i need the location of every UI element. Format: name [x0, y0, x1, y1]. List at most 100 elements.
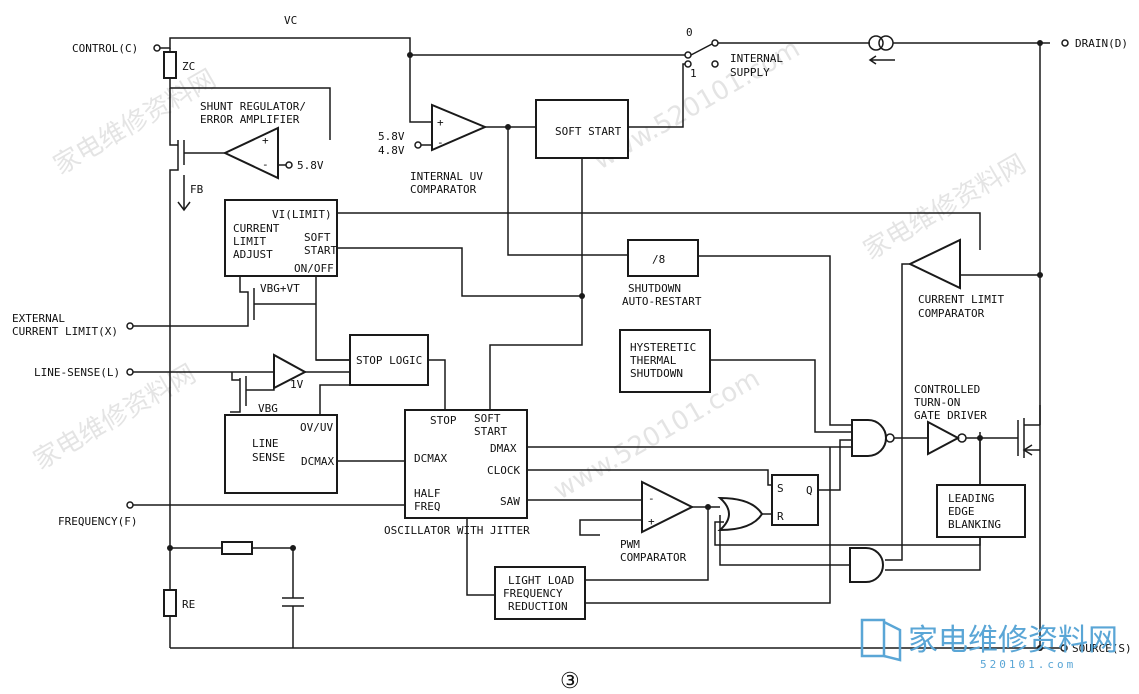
- brand-url: 520101.com: [980, 658, 1076, 671]
- minus-sign: -: [262, 158, 269, 171]
- minus-sign: -: [648, 492, 655, 505]
- buffer-1v-icon: [273, 353, 308, 390]
- current-limit-adjust-block: CURRENT LIMIT ADJUST VI(LIMIT) SOFT STAR…: [132, 199, 981, 361]
- light-load-label: REDUCTION: [508, 600, 568, 613]
- switch-pos0-label: 0: [686, 26, 693, 39]
- current-limit-comparator: CURRENT LIMIT COMPARATOR: [885, 238, 1043, 561]
- pin-frequency-label: FREQUENCY(F): [58, 515, 137, 528]
- osc-stop-label: STOP: [430, 414, 457, 427]
- gate-logic: CONTROLLED TURN-ON GATE DRIVER: [851, 383, 1041, 485]
- line-sense-block: LINE SENSE OV/UV DCMAX: [224, 414, 405, 494]
- fb-label: FB: [190, 183, 204, 196]
- uv-v1-label: 5.8V: [378, 130, 405, 143]
- brand-icon: [860, 618, 886, 658]
- nand-gate-icon: [851, 419, 887, 457]
- figure-number: ③: [560, 669, 580, 694]
- thermal-shutdown-box: [619, 329, 711, 393]
- pin-control: [153, 44, 161, 52]
- line-sense-label: SENSE: [252, 451, 285, 464]
- brand-logo: 家电维修资料网 520101.com: [860, 618, 1118, 671]
- plus-sign: +: [262, 134, 269, 147]
- cla-label: CURRENT: [233, 222, 280, 235]
- ff-r-label: R: [777, 510, 784, 523]
- shunt-regulator-label: ERROR AMPLIFIER: [200, 113, 300, 126]
- shunt-regulator-label: SHUNT REGULATOR/: [200, 100, 306, 113]
- one-volt-label: 1V: [290, 378, 304, 391]
- minus-sign: -: [437, 136, 444, 149]
- leb-label: EDGE: [948, 505, 975, 518]
- pin-source: [1060, 644, 1068, 652]
- light-load-box: [494, 566, 586, 620]
- gate-driver-label: CONTROLLED: [914, 383, 980, 396]
- soft-start-label: SOFT START: [555, 125, 622, 138]
- cla-start-label: START: [304, 244, 337, 257]
- pin-ext-label: EXTERNAL: [12, 312, 65, 325]
- zener-zc-element: [163, 51, 177, 79]
- thermal-label: THERMAL: [630, 354, 677, 367]
- switch-contact: [711, 39, 719, 47]
- ovuv-label: OV/UV: [300, 421, 333, 434]
- frequency-pin: FREQUENCY(F): [58, 501, 405, 528]
- osc-soft-label: SOFT: [474, 412, 501, 425]
- switch-contact: [684, 51, 692, 59]
- osc-freq-label: FREQ: [414, 500, 441, 513]
- leb-label: LEADING: [948, 492, 994, 505]
- net-vc-label: VC: [284, 14, 297, 27]
- switch-pos1-label: 1: [690, 67, 697, 80]
- thermal-shutdown-block: HYSTERETIC THERMAL SHUTDOWN: [619, 329, 852, 433]
- light-load-label: LIGHT LOAD: [508, 574, 574, 587]
- external-current-limit-pin: EXTERNAL CURRENT LIMIT(X): [12, 312, 134, 338]
- error-amplifier-icon: [222, 126, 279, 180]
- cla-soft-label: SOFT: [304, 231, 331, 244]
- vi-limit-label: VI(LIMIT): [272, 208, 332, 221]
- uv-comparator-icon: [431, 103, 488, 152]
- oscillator-title: OSCILLATOR WITH JITTER: [384, 524, 530, 537]
- stop-logic-label: STOP LOGIC: [356, 354, 422, 367]
- pin-ext-label: CURRENT LIMIT(X): [12, 325, 118, 338]
- thermal-label: HYSTERETIC: [630, 341, 696, 354]
- sr-flipflop: S R Q: [771, 439, 852, 526]
- pin-drain-label: DRAIN(D): [1075, 37, 1128, 50]
- pwm-label: COMPARATOR: [620, 551, 687, 564]
- bottom-network: RE SOURCE(S): [163, 541, 1132, 655]
- current-source-icon: [868, 35, 884, 51]
- line-sense-input: LINE-SENSE(L) 1V VBG: [34, 353, 350, 415]
- pin-drain: [1061, 39, 1069, 47]
- clc-label: COMPARATOR: [918, 307, 985, 320]
- pwm-comparator: - + PWM COMPARATOR: [579, 480, 720, 581]
- ff-q-label: Q: [806, 484, 813, 497]
- gate-driver-icon: [927, 420, 961, 456]
- plus-sign: +: [648, 515, 655, 528]
- thermal-label: SHUTDOWN: [630, 367, 683, 380]
- cla-onoff-label: ON/OFF: [294, 262, 334, 275]
- or-gate-icon: [717, 496, 764, 532]
- pin-frequency: [126, 501, 134, 509]
- gate-driver-label: GATE DRIVER: [914, 409, 987, 422]
- ls-dcmax-label: DCMAX: [301, 455, 334, 468]
- vbg-label: VBG: [258, 402, 278, 415]
- resistor-re: [163, 589, 177, 617]
- sr-flipflop-box: [771, 474, 819, 526]
- brand-name: 家电维修资料网: [908, 623, 1118, 658]
- internal-supply-label: INTERNAL: [730, 52, 783, 65]
- leb-box: [936, 484, 1026, 538]
- re-label: RE: [182, 598, 195, 611]
- pin-line-sense: [126, 368, 134, 376]
- shutdown-label: SHUTDOWN: [628, 282, 681, 295]
- cla-label: LIMIT: [233, 235, 266, 248]
- vbg-vt-label: VBG+VT: [260, 282, 300, 295]
- pin-line-sense-label: LINE-SENSE(L): [34, 366, 120, 379]
- shutdown-label: AUTO-RESTART: [622, 295, 702, 308]
- watermark: 家电维修资料网: [49, 64, 222, 181]
- osc-dmax-label: DMAX: [490, 442, 517, 455]
- line-sense-box: [224, 414, 338, 494]
- soft-start-block: SOFT START: [535, 63, 685, 299]
- pin-source-label: SOURCE(S): [1072, 642, 1132, 655]
- pin-external-current-limit: [126, 322, 134, 330]
- osc-half-label: HALF: [414, 487, 441, 500]
- resistor: [221, 541, 253, 555]
- oscillator-block: STOP SOFT START DMAX CLOCK DCMAX HALF FR…: [384, 296, 852, 596]
- and-gate: [719, 515, 884, 583]
- oscillator-box: [404, 409, 528, 519]
